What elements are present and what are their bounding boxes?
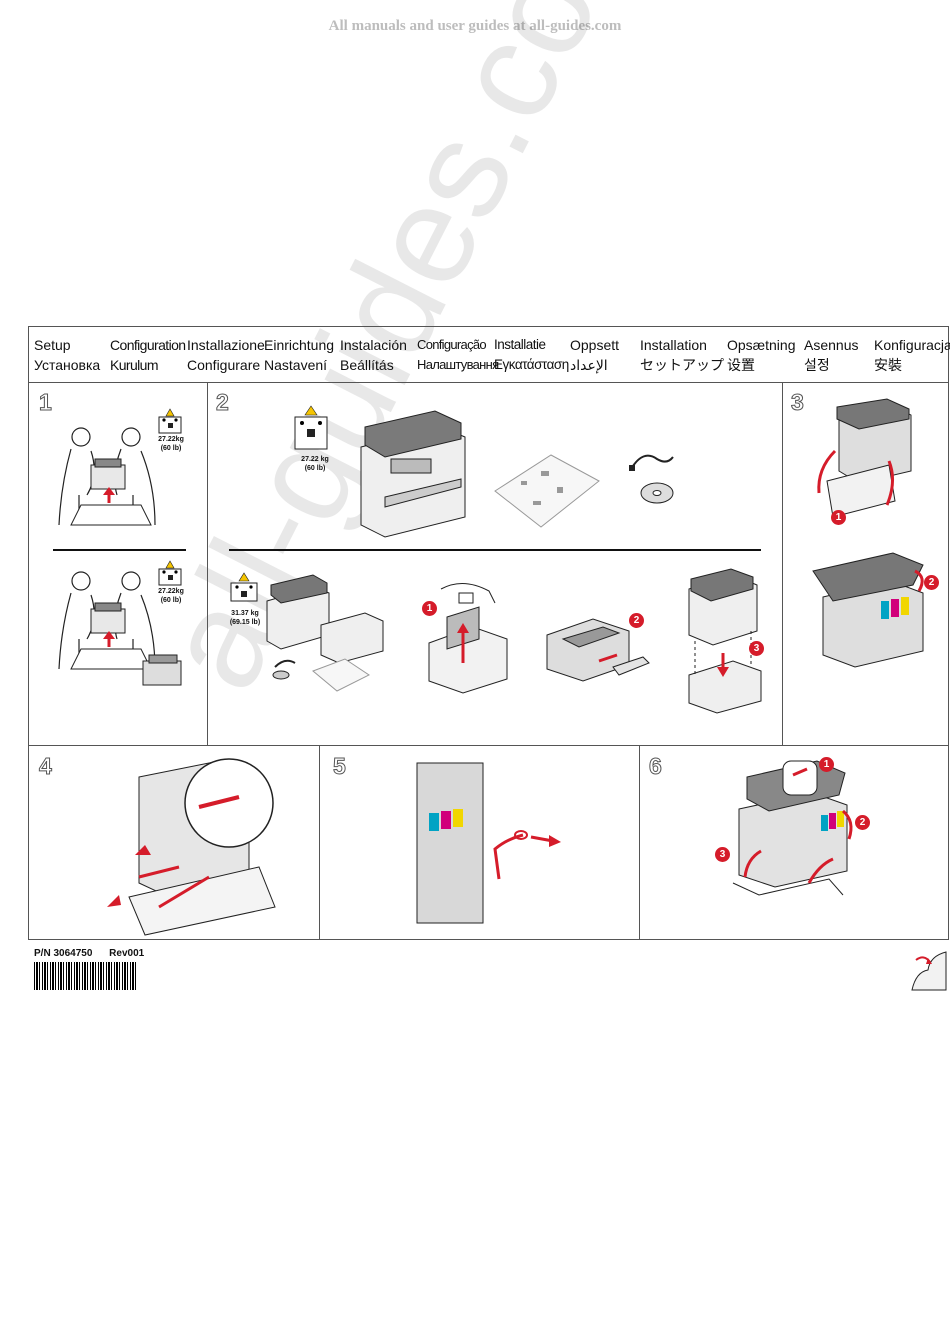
optional-tray-illustration xyxy=(142,654,182,686)
two-person-lift-warning-icon xyxy=(294,405,328,450)
callout-1: 1 xyxy=(422,601,437,616)
divider xyxy=(319,745,320,940)
step-number-3: 3 xyxy=(791,389,805,416)
divider xyxy=(207,383,208,745)
callout-1: 1 xyxy=(819,757,834,772)
two-person-lift-illustration xyxy=(58,427,156,526)
site-banner: All manuals and user guides at all-guide… xyxy=(328,18,622,34)
remove-packing-material-illustration xyxy=(107,758,276,936)
step-number-2: 2 xyxy=(216,389,230,416)
revision: Rev001 xyxy=(109,948,145,959)
divider xyxy=(53,549,186,551)
stack-printer-on-tray-illustration xyxy=(688,568,762,714)
callout-2: 2 xyxy=(629,613,644,628)
divider xyxy=(639,745,640,940)
raise-top-cover-illustration xyxy=(812,552,924,668)
close-covers-illustration xyxy=(732,760,853,896)
two-person-lift-warning-icon xyxy=(230,572,258,602)
barcode xyxy=(34,962,138,990)
divider xyxy=(229,549,761,551)
remove-shipping-strap-illustration xyxy=(416,762,561,924)
unpack-tray-illustration xyxy=(428,583,508,694)
setup-sheet-illustration xyxy=(494,454,600,528)
callout-3: 3 xyxy=(715,847,730,862)
callout-1: 1 xyxy=(831,510,846,525)
printer-illustration xyxy=(360,410,466,538)
power-cord-and-cd-illustration xyxy=(629,454,674,504)
two-person-lift-warning-icon xyxy=(158,560,182,586)
weight-label: 27.22kg(60 lb) xyxy=(158,436,184,452)
weight-label: 27.22 kg(60 lb) xyxy=(301,456,329,472)
callout-3: 3 xyxy=(749,641,764,656)
divider xyxy=(782,383,783,745)
divider xyxy=(29,745,948,746)
part-number: P/N 3064750 xyxy=(34,948,93,959)
tray-insert-illustration xyxy=(546,618,650,682)
step-number-4: 4 xyxy=(39,753,53,780)
weight-label: 27.22kg(60 lb) xyxy=(158,588,184,604)
step-number-1: 1 xyxy=(39,389,53,416)
two-person-lift-warning-icon xyxy=(158,408,182,434)
two-person-lift-illustration xyxy=(58,571,156,670)
page-turn-icon xyxy=(911,951,947,991)
part-number-label: P/N 3064750 Rev001 xyxy=(34,948,158,959)
step-number-5: 5 xyxy=(333,753,347,780)
callout-2: 2 xyxy=(855,815,870,830)
callout-2: 2 xyxy=(924,575,939,590)
weight-label: 31.37 kg(69.15 lb) xyxy=(229,610,261,626)
open-front-door-illustration xyxy=(817,398,912,518)
printer-and-tray-contents-illustration xyxy=(266,574,384,692)
step-number-6: 6 xyxy=(649,753,663,780)
